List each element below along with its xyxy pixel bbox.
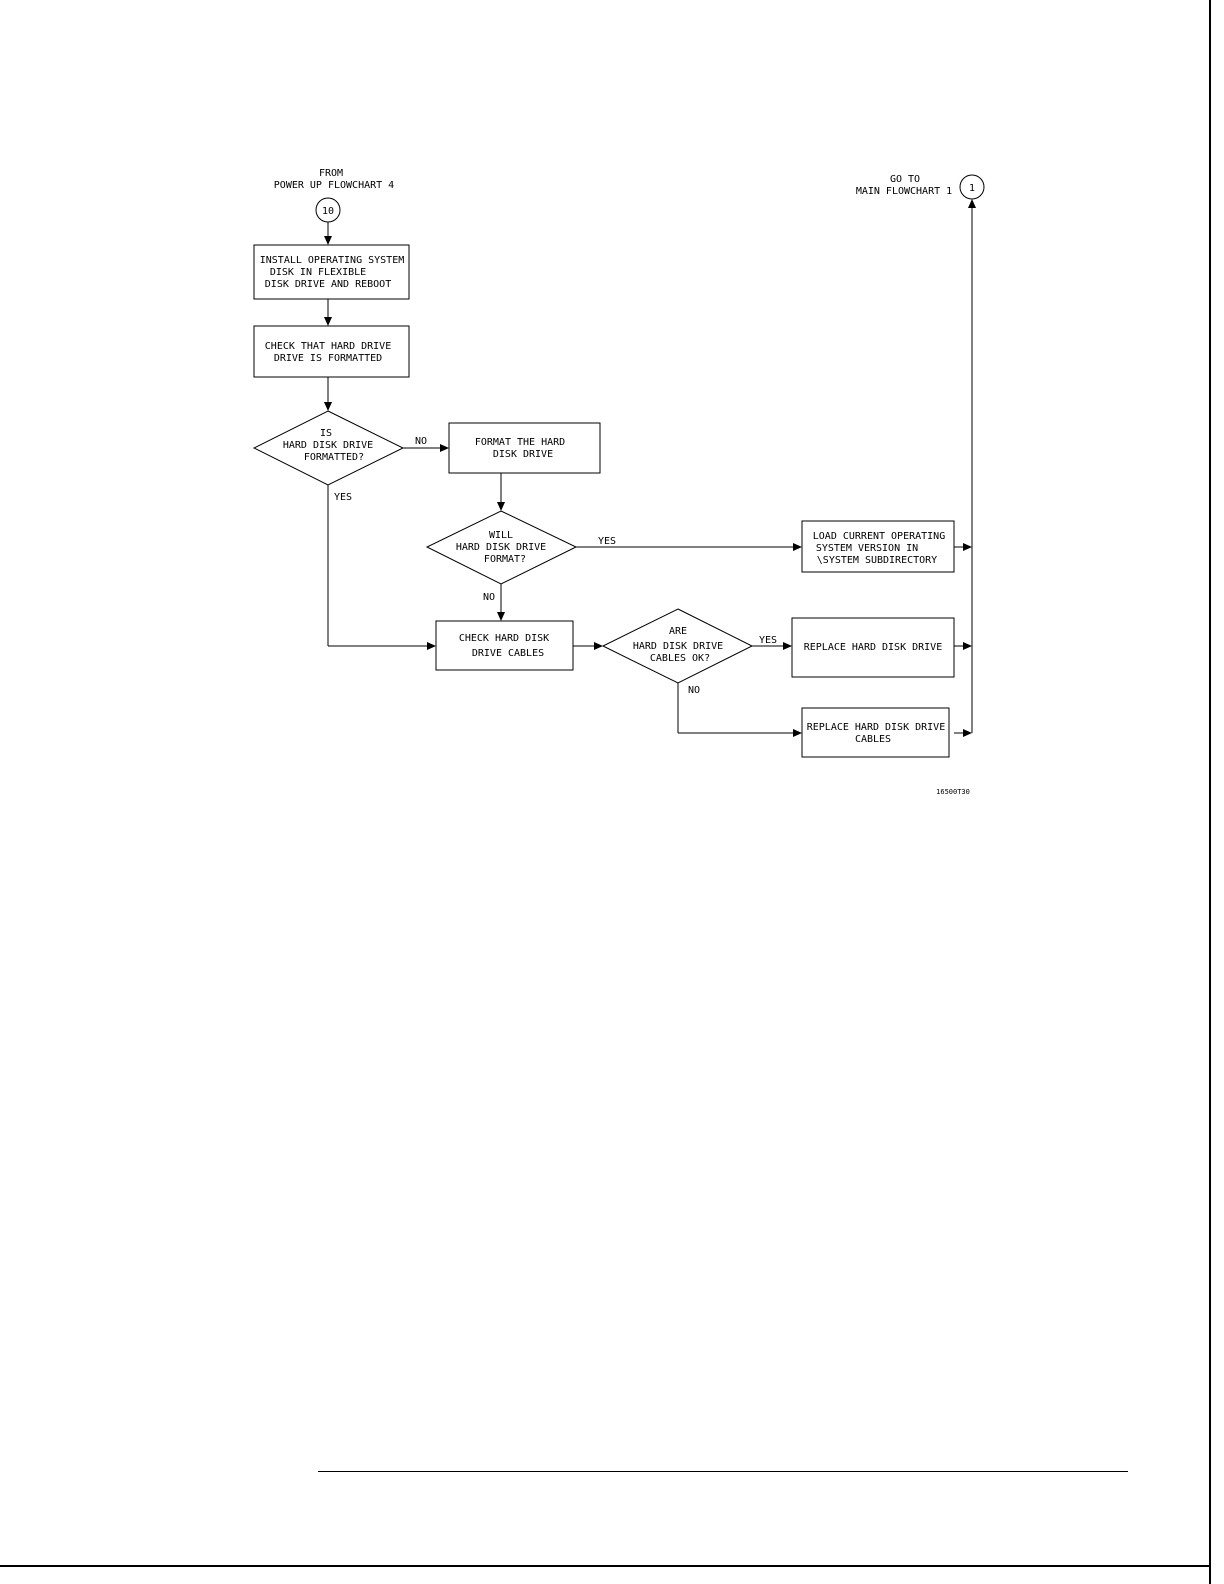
box-check-cables-line-2: DRIVE CABLES	[472, 648, 544, 659]
page-edge-bottom	[0, 1565, 1211, 1567]
box-check-cables	[435, 620, 574, 671]
decision-cables-ok-line-1: ARE	[669, 626, 687, 637]
box-load-os-line-1: LOAD CURRENT OPERATING	[813, 531, 945, 542]
decision-will-format-line-3: FORMAT?	[484, 554, 526, 565]
footer-rule	[318, 1471, 1128, 1472]
exit-label-line-1: GO TO	[890, 174, 920, 185]
label-is-formatted-no: NO	[415, 436, 427, 447]
label-cables-ok-yes: YES	[759, 635, 777, 646]
box-check-formatted	[253, 325, 410, 378]
box-check-formatted-line-1: CHECK THAT HARD DRIVE	[265, 341, 391, 352]
decision-is-formatted-line-1: IS	[320, 428, 332, 439]
box-replace-drive	[791, 617, 955, 678]
exit-label-line-2: MAIN FLOWCHART 1	[856, 186, 952, 197]
figure-id: 16500T30	[936, 788, 970, 796]
box-replace-cables	[801, 707, 950, 758]
box-load-os-line-2: SYSTEM VERSION IN	[816, 543, 918, 554]
entry-label: FROM POWER UP FLOWCHART 4	[274, 168, 394, 191]
label-cables-ok-no: NO	[688, 685, 700, 696]
decision-cables-ok-line-3: CABLES OK?	[650, 653, 710, 664]
decision-is-formatted-line-3: FORMATTED?	[304, 452, 364, 463]
box-check-formatted-line-2: DRIVE IS FORMATTED	[274, 353, 382, 364]
decision-will-format-line-2: HARD DISK DRIVE	[456, 542, 546, 553]
box-load-os	[801, 520, 955, 573]
entry-label-line-2: POWER UP FLOWCHART 4	[274, 180, 394, 191]
page-edge-right	[1209, 0, 1211, 1584]
decision-cables-ok-line-2: HARD DISK DRIVE	[633, 641, 723, 652]
decision-is-formatted-line-2: HARD DISK DRIVE	[283, 440, 373, 451]
box-replace-drive-line-1: REPLACE HARD DISK DRIVE	[804, 642, 942, 653]
decision-will-format-line-1: WILL	[489, 530, 513, 541]
box-install-os-line-2: DISK IN FLEXIBLE	[270, 267, 366, 278]
exit-label: GO TO MAIN FLOWCHART 1	[856, 174, 952, 197]
label-will-format-no: NO	[483, 592, 495, 603]
exit-connector-label: 1	[969, 183, 975, 194]
box-format-drive	[448, 422, 601, 474]
box-install-os	[253, 244, 410, 300]
box-install-os-line-1: INSTALL OPERATING SYSTEM	[260, 255, 405, 266]
box-check-cables-line-1: CHECK HARD DISK	[459, 633, 549, 644]
entry-label-line-1: FROM	[319, 168, 343, 179]
decision-is-formatted	[252, 410, 405, 486]
entry-connector-label: 10	[322, 206, 334, 217]
box-format-drive-line-2: DISK DRIVE	[493, 449, 553, 460]
box-replace-cables-line-2: CABLES	[855, 734, 891, 745]
decision-cables-ok	[601, 608, 754, 684]
label-is-formatted-yes: YES	[334, 492, 352, 503]
box-format-drive-line-1: FORMAT THE HARD	[475, 437, 565, 448]
arrowheads	[324, 199, 976, 737]
box-load-os-line-3: \SYSTEM SUBDIRECTORY	[817, 555, 937, 566]
box-install-os-line-3: DISK DRIVE AND REBOOT	[265, 279, 391, 290]
decision-will-format	[425, 510, 578, 585]
label-will-format-yes: YES	[598, 536, 616, 547]
box-replace-cables-line-1: REPLACE HARD DISK DRIVE	[807, 722, 945, 733]
